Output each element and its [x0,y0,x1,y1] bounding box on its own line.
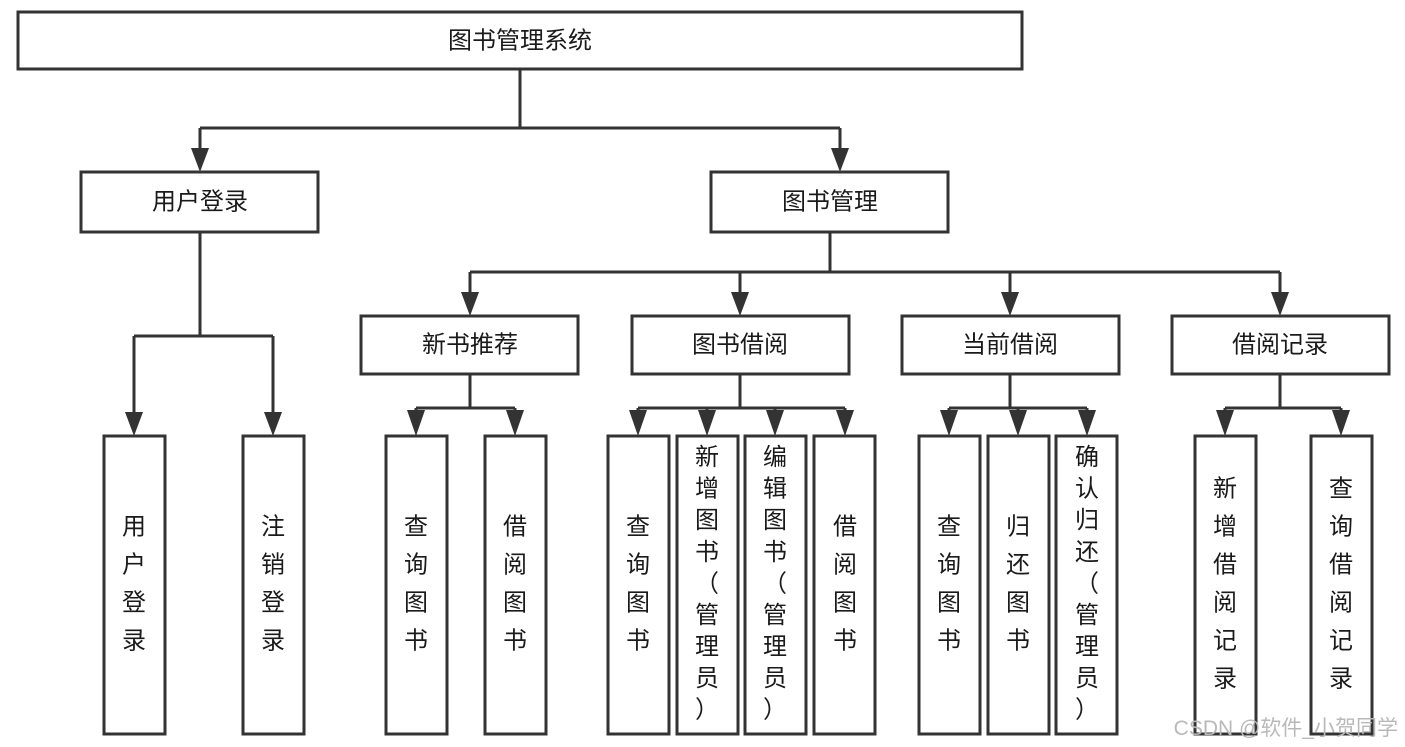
node-leaf-add-borrow-record-label: 新增借阅记录 [1213,475,1237,692]
node-leaf-query-book-current-label: 查询图书 [937,513,961,654]
node-new-book-recommend-label: 新书推荐 [422,331,518,358]
connector-bookborrow-to-leaves [629,374,854,436]
connector-root-to-level2 [191,69,849,172]
node-leaf-confirm-return-admin[interactable]: 确认归还（管理员） [1054,434,1119,736]
node-user-login-label: 用户登录 [152,188,248,215]
node-new-book-recommend[interactable]: 新书推荐 [359,314,580,376]
node-leaf-query-borrow-record-label: 查询借阅记录 [1329,475,1353,692]
node-leaf-query-book-borrow[interactable]: 查询图书 [606,434,671,736]
node-leaf-borrow-book-label: 借阅图书 [833,513,857,654]
nodes-layer: 图书管理系统 用户登录 图书管理 新书推荐 图书借阅 [16,10,1391,736]
node-book-manage-label: 图书管理 [782,188,878,215]
node-book-borrow-label: 图书借阅 [692,331,788,358]
node-leaf-edit-book-admin[interactable]: 编辑图书（管理员） [743,434,808,736]
connector-userlogin-to-leaves [125,232,282,436]
node-current-borrow[interactable]: 当前借阅 [900,314,1121,376]
watermark-label: CSDN @软件_小贺同学 [1174,717,1398,740]
connector-currentborrow-to-leaves [940,374,1096,436]
node-leaf-user-logout-label: 注销登录 [261,513,285,654]
node-leaf-query-borrow-record[interactable]: 查询借阅记录 [1309,434,1374,736]
node-leaf-confirm-return-admin-label: 确认归还（管理员） [1075,444,1099,723]
node-leaf-query-book-recommend[interactable]: 查询图书 [384,434,449,736]
node-leaf-user-login-label: 用户登录 [122,513,146,654]
node-leaf-user-logout[interactable]: 注销登录 [241,434,306,736]
node-leaf-add-book-admin[interactable]: 新增图书（管理员） [675,434,740,736]
node-borrow-record-label: 借阅记录 [1232,331,1328,358]
node-leaf-borrow-book-recommend-label: 借阅图书 [503,513,527,654]
node-root[interactable]: 图书管理系统 [16,10,1024,71]
node-leaf-borrow-book[interactable]: 借阅图书 [812,434,877,736]
node-leaf-borrow-book-recommend[interactable]: 借阅图书 [483,434,548,736]
node-user-login[interactable]: 用户登录 [79,170,320,234]
node-leaf-user-login[interactable]: 用户登录 [102,434,167,736]
connector-bookmanage-to-level3 [461,232,1289,316]
node-leaf-add-book-admin-label: 新增图书（管理员） [695,444,719,723]
node-current-borrow-label: 当前借阅 [962,331,1058,358]
node-leaf-return-book-label: 归还图书 [1006,513,1030,654]
node-leaf-edit-book-admin-label: 编辑图书（管理员） [763,444,787,723]
node-book-manage[interactable]: 图书管理 [709,170,950,234]
node-leaf-query-book-current[interactable]: 查询图书 [917,434,982,736]
connector-borrowrecord-to-leaves [1216,374,1350,436]
connector-newbook-to-leaves [407,374,524,436]
node-leaf-query-book-borrow-label: 查询图书 [626,513,650,654]
connectors-layer [125,69,1350,436]
node-borrow-record[interactable]: 借阅记录 [1170,314,1391,376]
node-root-label: 图书管理系统 [448,27,592,54]
node-leaf-query-book-recommend-label: 查询图书 [404,513,428,654]
node-leaf-return-book[interactable]: 归还图书 [986,434,1051,736]
node-leaf-add-borrow-record[interactable]: 新增借阅记录 [1193,434,1258,736]
node-book-borrow[interactable]: 图书借阅 [630,314,851,376]
